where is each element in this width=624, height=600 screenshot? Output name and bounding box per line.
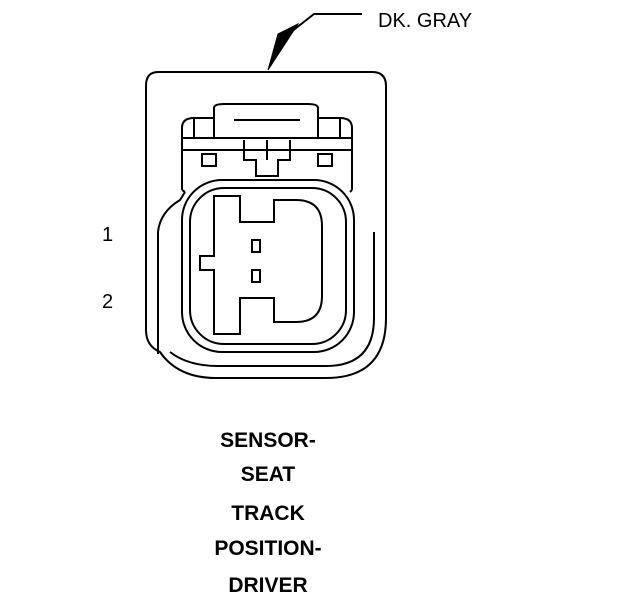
pin-2-terminal — [251, 269, 261, 283]
latch-center-block — [243, 140, 291, 177]
color-callout: DK. GRAY — [267, 10, 472, 71]
connector-name-line: SEAT — [241, 463, 296, 486]
latch-slot — [317, 153, 333, 167]
pin-1-terminal — [251, 239, 261, 253]
connector-color-label: DK. GRAY — [378, 10, 472, 32]
connector-name-line: TRACK — [231, 502, 305, 525]
pin-1-number: 1 — [102, 224, 113, 246]
latch-tab-right — [317, 118, 341, 138]
connector-name: SENSOR- SEAT TRACK POSITION- DRIVER — [214, 429, 321, 597]
latch-side-wall — [181, 189, 353, 193]
connector-housing — [145, 71, 387, 379]
cavity-outline — [199, 195, 323, 335]
latch-tab-left — [193, 118, 215, 138]
pin-2-number: 2 — [102, 291, 113, 313]
housing-inner-outline — [157, 191, 375, 367]
connector-name-line: SENSOR- — [220, 429, 316, 452]
terminal-pins — [251, 239, 261, 283]
connector-face — [181, 179, 355, 353]
housing-outline — [145, 71, 387, 379]
connector-name-line: DRIVER — [228, 574, 307, 597]
face-outer — [181, 179, 355, 353]
face-inner — [189, 187, 347, 345]
callout-arrowhead — [267, 22, 300, 71]
locking-latch — [181, 103, 353, 193]
latch-outer — [181, 103, 353, 190]
connector-name-line: POSITION- — [214, 537, 321, 560]
latch-slot — [201, 153, 217, 167]
